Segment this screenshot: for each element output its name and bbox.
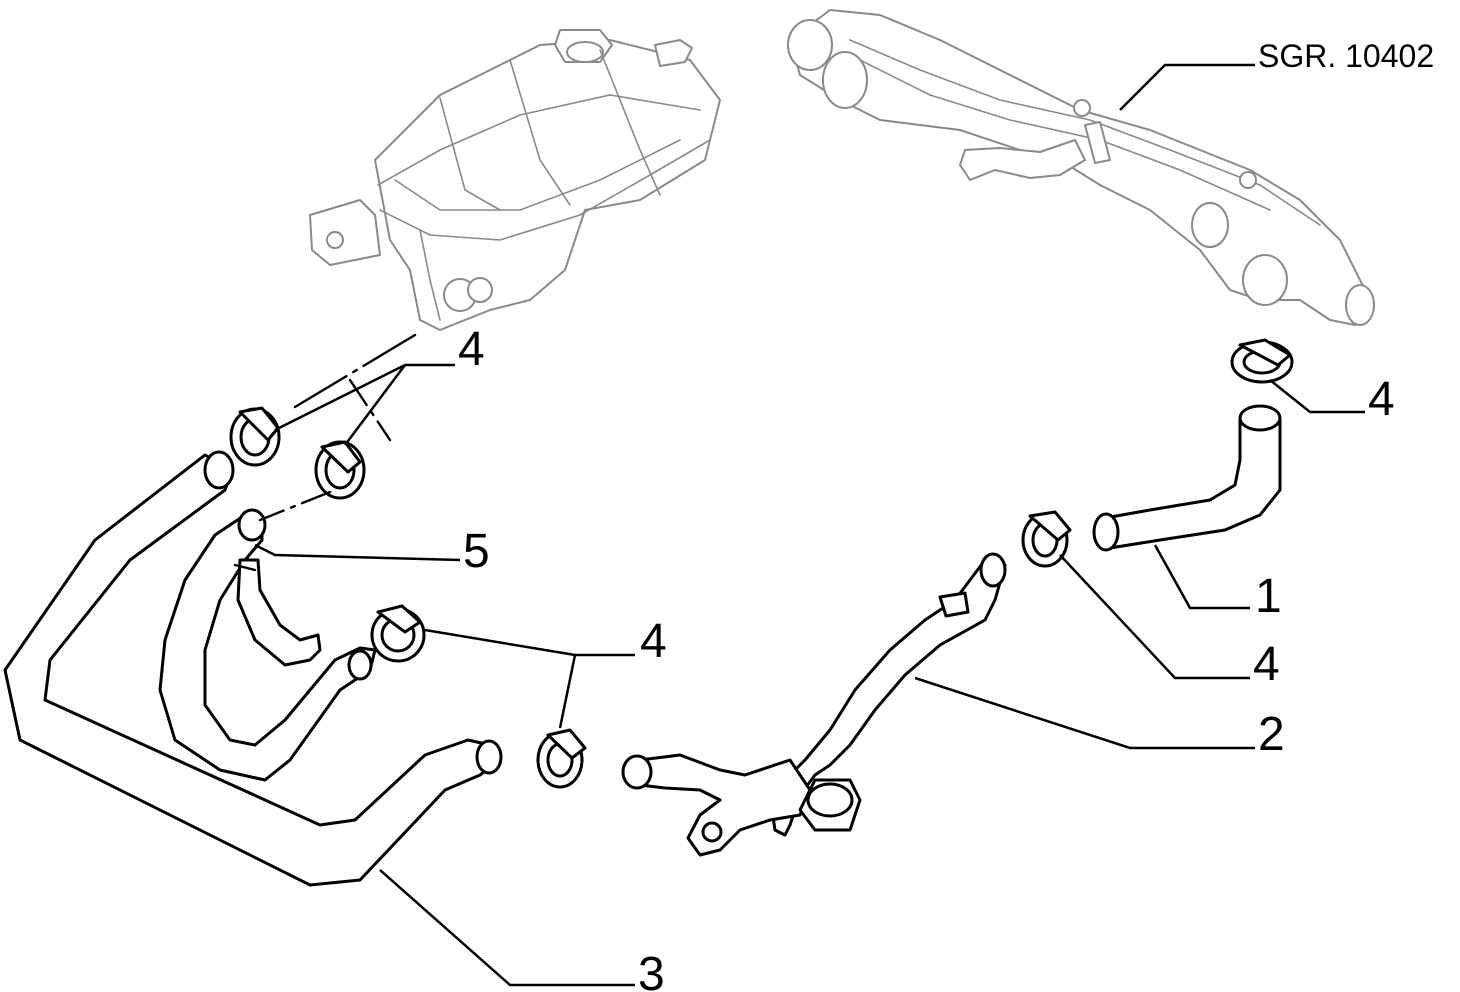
callout-2: 2 <box>1258 708 1285 761</box>
engine-coolant-manifold <box>787 9 1375 326</box>
clamp-part-4-c <box>370 604 426 663</box>
callout-3: 3 <box>638 948 665 992</box>
callout-5: 5 <box>463 525 490 578</box>
expansion-tank <box>309 29 721 331</box>
callout-4-right-top: 4 <box>1368 373 1395 426</box>
hose-part-5 <box>158 508 377 782</box>
leader-lines <box>254 63 1365 987</box>
hose-part-1 <box>1092 404 1282 552</box>
callout-1: 1 <box>1255 570 1282 623</box>
clamp-part-4-b <box>314 440 366 500</box>
callout-4-right-bottom: 4 <box>1253 638 1280 691</box>
callout-4-center: 4 <box>640 615 667 668</box>
hose-part-3 <box>3 450 503 887</box>
clamp-part-4-d <box>536 728 587 789</box>
clamp-part-4-a <box>229 406 281 467</box>
clamp-part-4-e <box>1021 510 1072 568</box>
pipe-part-2 <box>621 552 1007 857</box>
clamp-part-4-f <box>1230 338 1294 384</box>
callout-4-top-left: 4 <box>458 323 485 376</box>
reference-code: SGR. 10402 <box>1258 38 1434 74</box>
